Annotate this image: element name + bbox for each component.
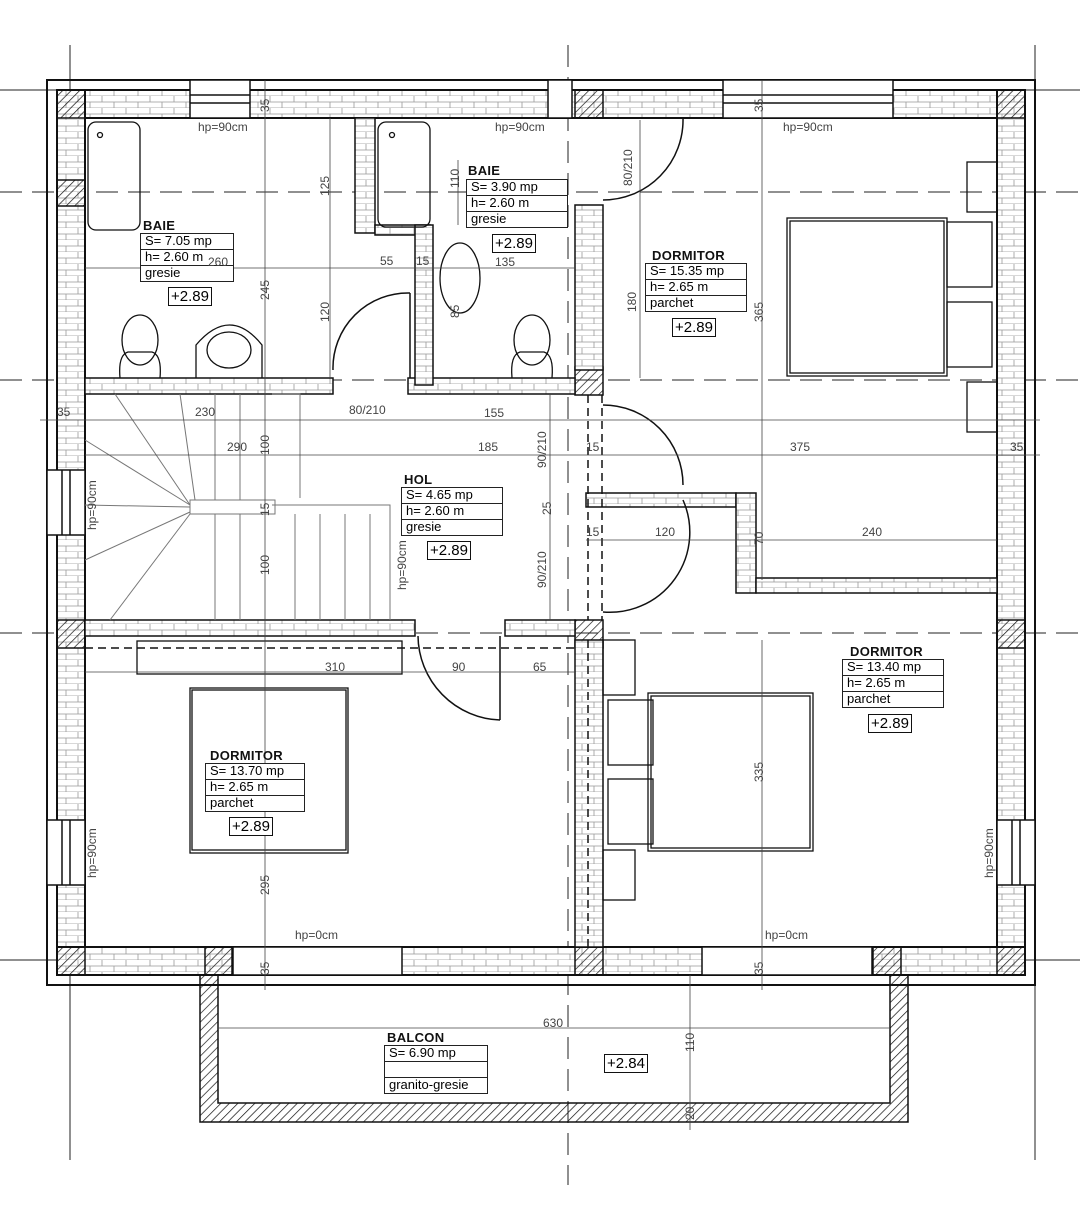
dimension-label: 65 — [533, 660, 547, 674]
dimension-label: 35 — [258, 98, 272, 112]
room-area: S= 4.65 mp — [402, 488, 502, 504]
elevation-mark: +2.89 — [168, 287, 212, 306]
dimension-label: 85 — [448, 304, 462, 318]
room-info-baie-2: S= 3.90 mp h= 2.60 m gresie — [466, 179, 568, 228]
dimension-label: 365 — [752, 301, 766, 322]
dimension-label: 110 — [683, 1032, 697, 1052]
dimension-label: 310 — [325, 660, 346, 674]
room-title-dormitor-sw: DORMITOR — [210, 748, 283, 763]
door-label: 80/210 — [349, 403, 386, 417]
dimension-label: 290 — [227, 440, 248, 454]
dimension-label: 180 — [625, 291, 639, 312]
room-height: h= 2.65 m — [843, 676, 943, 692]
dimension-label: 230 — [195, 405, 216, 419]
room-floor: parchet — [650, 295, 694, 310]
room-height: h= 2.60 m — [467, 196, 567, 212]
room-height: h= 2.60 m — [141, 250, 233, 266]
room-height: h= 2.60 m — [402, 504, 502, 520]
room-floor: gresie — [145, 265, 181, 280]
dimension-label: 155 — [484, 406, 505, 420]
room-info-hol: S= 4.65 mp h= 2.60 m gresie — [401, 487, 503, 536]
dimension-label: 35 — [57, 405, 71, 419]
room-area: S= 15.35 mp — [646, 264, 746, 280]
room-title-balcon: BALCON — [387, 1030, 445, 1045]
sill-height-label: hp=90cm — [495, 120, 545, 134]
room-info-balcon: S= 6.90 mp granito-gresie — [384, 1045, 488, 1094]
room-height: h= 2.65 m — [206, 780, 304, 796]
elevation-mark: +2.89 — [427, 541, 471, 560]
room-height: h= 2.65 m — [646, 280, 746, 296]
elevation-mark: +2.89 — [672, 318, 716, 337]
sill-height-label: hp=0cm — [295, 928, 339, 942]
sill-height-label: hp=90cm — [198, 120, 248, 134]
elevation-mark: +2.89 — [492, 234, 536, 253]
dimension-label: 135 — [495, 255, 516, 269]
dimension-label: 375 — [790, 440, 811, 454]
dimension-label: 630 — [543, 1016, 564, 1030]
elevation-mark: +2.89 — [868, 714, 912, 733]
room-title-baie-2: BAIE — [468, 163, 501, 178]
room-floor: parchet — [210, 795, 254, 810]
room-info-dormitor-sw: S= 13.70 mp h= 2.65 m parchet — [205, 763, 305, 812]
dimension-label: 100 — [258, 554, 272, 575]
door-label: 80/210 — [621, 149, 635, 186]
dimension-label: 20 — [683, 1106, 697, 1120]
sill-height-label: hp=90cm — [395, 540, 409, 590]
dimension-label: 295 — [258, 874, 272, 895]
dimension-label: 240 — [862, 525, 883, 539]
room-area: S= 7.05 mp — [141, 234, 233, 250]
room-area: S= 3.90 mp — [467, 180, 567, 196]
dimension-label: 15 — [586, 440, 600, 454]
dimension-label: 25 — [540, 501, 554, 515]
dimension-label: 15 — [258, 502, 272, 516]
door-label: 90/210 — [535, 551, 549, 588]
room-info-dormitor-se: S= 13.40 mp h= 2.65 m parchet — [842, 659, 944, 708]
room-info-baie-1: S= 7.05 mp h= 2.60 m gresie — [140, 233, 234, 282]
room-area: S= 13.40 mp — [843, 660, 943, 676]
sill-height-label: hp=90cm — [783, 120, 833, 134]
sill-height-label: hp=0cm — [765, 928, 809, 942]
sill-height-label: hp=90cm — [982, 828, 996, 878]
dimension-label: 110 — [448, 168, 462, 188]
elevation-mark: +2.84 — [604, 1054, 648, 1073]
dimension-label: 55 — [380, 254, 394, 268]
room-title-hol: HOL — [404, 472, 433, 487]
dimension-label: 35 — [752, 98, 766, 112]
dimension-label: 70 — [752, 531, 766, 545]
dimension-label: 15 — [416, 254, 430, 268]
room-floor: gresie — [406, 519, 442, 534]
dimension-label: 185 — [478, 440, 499, 454]
room-title-dormitor-ne: DORMITOR — [652, 248, 725, 263]
dimension-label: 125 — [318, 175, 332, 196]
room-floor: gresie — [471, 211, 507, 226]
dimension-label: 260 — [208, 255, 229, 269]
dimension-label: 100 — [258, 434, 272, 455]
room-height — [385, 1062, 487, 1078]
elevation-mark: +2.89 — [229, 817, 273, 836]
room-area: S= 13.70 mp — [206, 764, 304, 780]
dimension-label: 90 — [452, 660, 466, 674]
dimension-label: 35 — [752, 961, 766, 975]
room-title-baie-1: BAIE — [143, 218, 176, 233]
door-label: 90/210 — [535, 431, 549, 468]
dimension-label: 120 — [318, 301, 332, 322]
dimension-label: 120 — [655, 525, 676, 539]
sill-height-label: hp=90cm — [85, 480, 99, 530]
dimension-label: 335 — [752, 761, 766, 782]
dimension-label: 35 — [258, 961, 272, 975]
room-info-dormitor-ne: S= 15.35 mp h= 2.65 m parchet — [645, 263, 747, 312]
room-floor: granito-gresie — [389, 1077, 469, 1092]
dimension-label: 245 — [258, 279, 272, 300]
dimension-label: 35 — [1010, 440, 1024, 454]
sill-height-label: hp=90cm — [85, 828, 99, 878]
room-area: S= 6.90 mp — [385, 1046, 487, 1062]
room-title-dormitor-se: DORMITOR — [850, 644, 923, 659]
room-floor: parchet — [847, 691, 891, 706]
dimension-label: 15 — [586, 525, 600, 539]
